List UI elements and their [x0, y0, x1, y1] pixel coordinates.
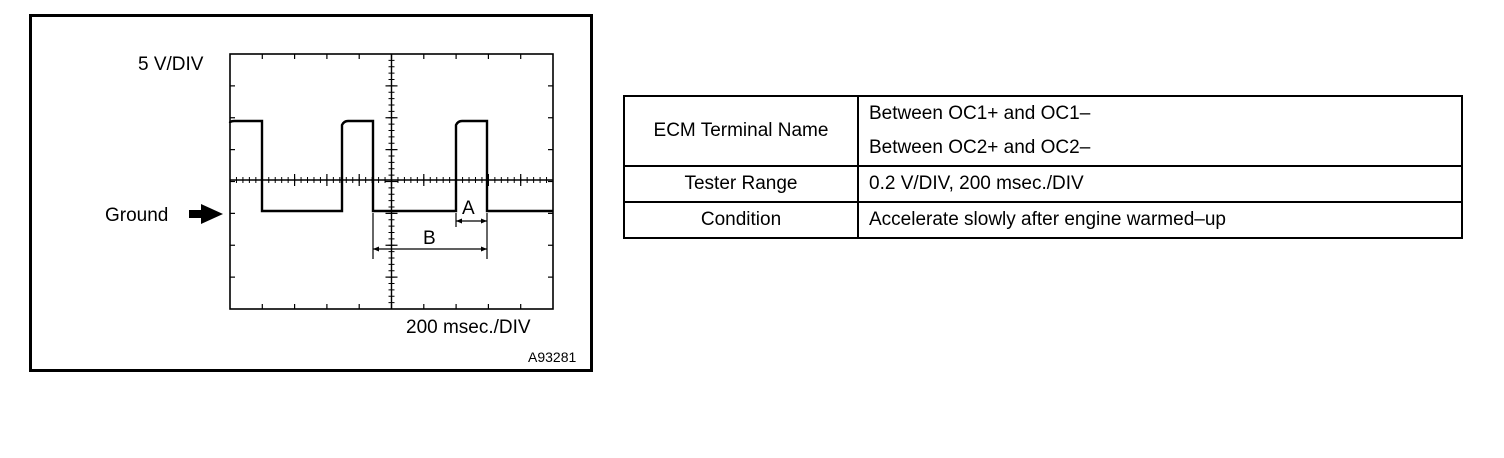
row-label: Tester Range: [623, 165, 859, 203]
waveform-figure: 5 V/DIV 200 msec./DIV Ground A93281 A: [29, 14, 593, 372]
spec-table: ECM Terminal Name Between OC1+ and OC1– …: [623, 95, 1463, 239]
row-value-line: Between OC1+ and OC1–: [869, 103, 1091, 124]
signal-waveform: [228, 119, 553, 213]
row-value-line: Between OC2+ and OC2–: [869, 137, 1091, 158]
figure-id: A93281: [528, 349, 576, 365]
row-value: Between OC1+ and OC1– Between OC2+ and O…: [857, 95, 1463, 167]
row-value: 0.2 V/DIV, 200 msec./DIV: [857, 165, 1463, 203]
marker-b-label: B: [423, 228, 436, 249]
row-label: Condition: [623, 201, 859, 239]
time-per-div-label: 200 msec./DIV: [406, 317, 531, 338]
table-row: Tester Range 0.2 V/DIV, 200 msec./DIV: [623, 165, 1463, 203]
row-value: Accelerate slowly after engine warmed–up: [857, 201, 1463, 239]
table-row: ECM Terminal Name Between OC1+ and OC1– …: [623, 95, 1463, 167]
scope-graticule: [229, 53, 554, 310]
ground-label: Ground: [105, 205, 168, 226]
marker-a-label: A: [462, 198, 475, 219]
volts-per-div-label: 5 V/DIV: [138, 54, 204, 75]
dimension-a: [455, 213, 488, 259]
ground-arrow-icon: [189, 204, 223, 224]
row-label: ECM Terminal Name: [623, 95, 859, 167]
table-row: Condition Accelerate slowly after engine…: [623, 201, 1463, 239]
oscilloscope-diagram: 5 V/DIV 200 msec./DIV Ground A93281 A: [105, 53, 576, 365]
dimension-b: [372, 213, 487, 259]
